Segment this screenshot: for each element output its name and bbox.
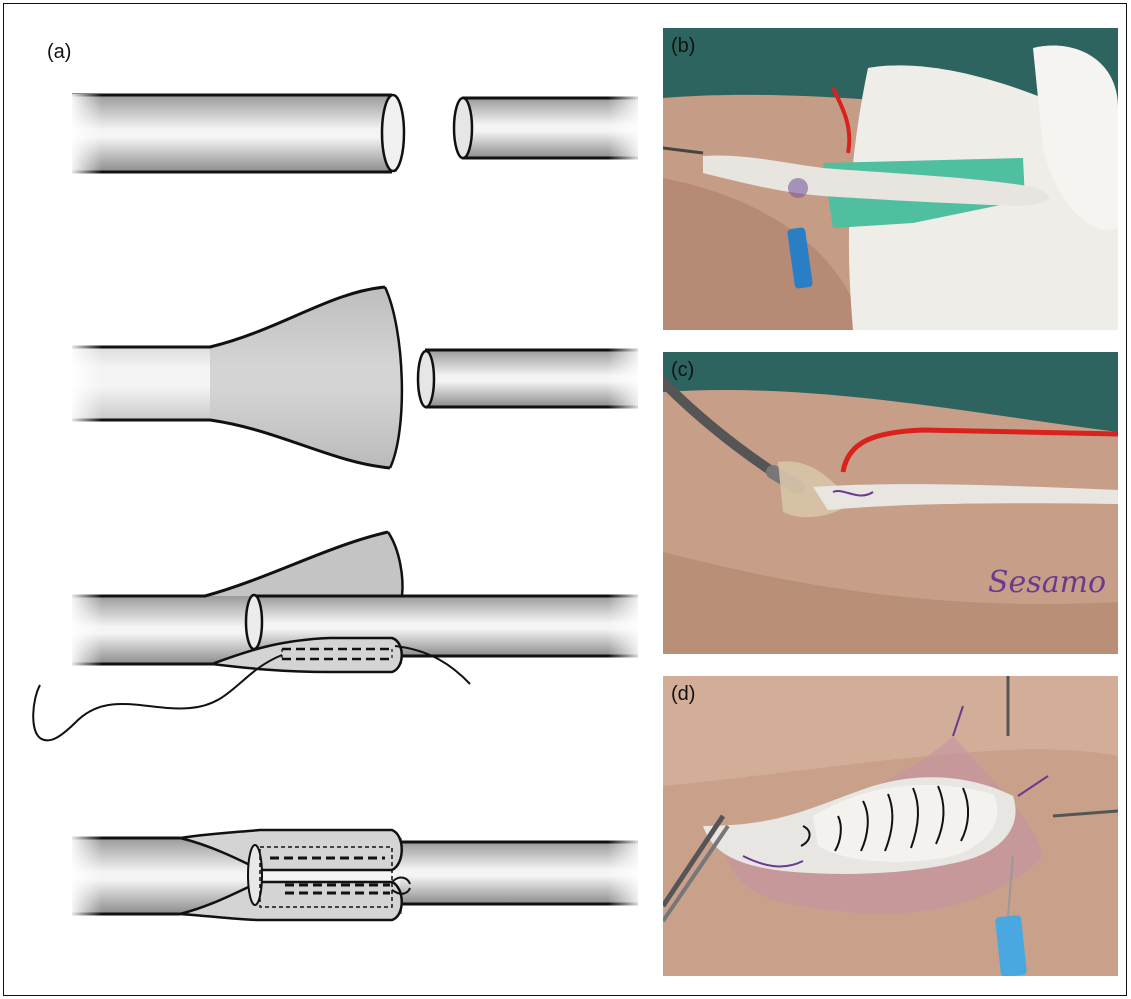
panel-d-label: (d)	[671, 684, 695, 704]
panel-a-diagram	[0, 0, 650, 999]
panel-d-photo: (d)	[663, 676, 1118, 976]
handwriting-sesamo: Sesamo	[988, 565, 1106, 600]
panel-b-label: (b)	[671, 36, 695, 56]
panel-c-photo: (c) Sesamo	[663, 352, 1118, 654]
panel-c-label: (c)	[671, 360, 694, 380]
panel-b-photo: (b)	[663, 28, 1118, 330]
panel-a-label: (a)	[47, 42, 71, 62]
row4-completed-repair	[72, 830, 640, 920]
row2-flared-end	[72, 287, 640, 468]
row3-insertion-suture	[33, 532, 640, 740]
row1-separated-ends	[72, 94, 640, 174]
